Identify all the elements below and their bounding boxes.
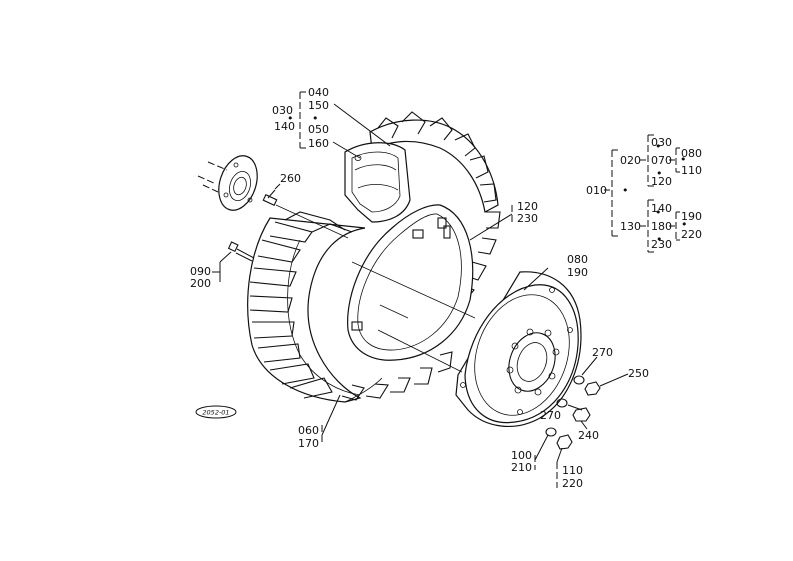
washer-100 <box>545 427 557 437</box>
part-structure-tree: • • • • • • • 010 020 030 070 080 110 12… <box>586 134 702 253</box>
tree-130: 130 <box>620 220 641 233</box>
bolt-240 <box>572 407 591 422</box>
tree-110: 110 <box>681 164 702 177</box>
sep-dot: • <box>655 140 662 153</box>
callout-210: 210 <box>511 461 532 474</box>
nut-250 <box>584 381 601 396</box>
hub-cap-plate <box>218 155 258 211</box>
callout-150: 150 <box>308 99 329 112</box>
hub-disc <box>455 271 582 428</box>
callout-160: 160 <box>308 137 329 150</box>
callout-260: 260 <box>280 172 301 185</box>
washer-270b <box>556 398 568 408</box>
wheel-weight-shroud <box>344 142 411 223</box>
callout-220: 220 <box>562 477 583 490</box>
callout-040: 040 <box>308 86 329 99</box>
tire-outer <box>247 211 383 403</box>
tree-180: 180 <box>651 220 672 233</box>
tree-140: 140 <box>651 202 672 215</box>
tree-190: 190 <box>681 210 702 223</box>
callout-270-lower: 270 <box>540 409 561 422</box>
sep-dot: • <box>287 112 294 125</box>
sep-dot: • <box>680 153 687 166</box>
callout-labels: 040 150 030 • 140 • 050 160 260 090 200 … <box>190 86 649 490</box>
sep-dot: • <box>622 184 629 197</box>
badge-text: 2052-01 <box>202 409 229 417</box>
sep-dot: • <box>656 167 663 180</box>
callout-190: 190 <box>567 266 588 279</box>
callout-200: 200 <box>190 277 211 290</box>
tree-020: 020 <box>620 154 641 167</box>
callout-230: 230 <box>517 212 538 225</box>
sep-dot: • <box>681 218 688 231</box>
tree-080: 080 <box>681 147 702 160</box>
sep-dot: • <box>655 206 662 219</box>
leader-lines <box>212 91 629 488</box>
sep-dot: • <box>312 112 319 125</box>
callout-060: 060 <box>298 424 319 437</box>
tree-070: 070 <box>651 154 672 167</box>
callout-170: 170 <box>298 437 319 450</box>
figure-reference-badge: 2052-01 <box>195 405 237 419</box>
callout-110: 110 <box>562 464 583 477</box>
callout-080: 080 <box>567 253 588 266</box>
callout-140: 140 <box>274 120 295 133</box>
callout-030: 030 <box>272 104 293 117</box>
callout-090: 090 <box>190 265 211 278</box>
tree-120: 120 <box>651 175 672 188</box>
nut-270a <box>573 375 585 385</box>
tree-230: 230 <box>651 238 672 251</box>
wheel-bolt <box>227 241 255 262</box>
callout-250: 250 <box>628 367 649 380</box>
callout-240: 240 <box>578 429 599 442</box>
rim-ring <box>347 204 474 361</box>
callout-050: 050 <box>308 123 329 136</box>
callout-120: 120 <box>517 200 538 213</box>
callout-270-upper: 270 <box>592 346 613 359</box>
nut-110 <box>556 434 573 450</box>
tree-010: 010 <box>586 184 607 197</box>
tree-220: 220 <box>681 228 702 241</box>
callout-100: 100 <box>511 449 532 462</box>
tree-030: 030 <box>651 136 672 149</box>
sep-dot: • <box>656 233 663 246</box>
stud-bolt <box>262 194 278 206</box>
